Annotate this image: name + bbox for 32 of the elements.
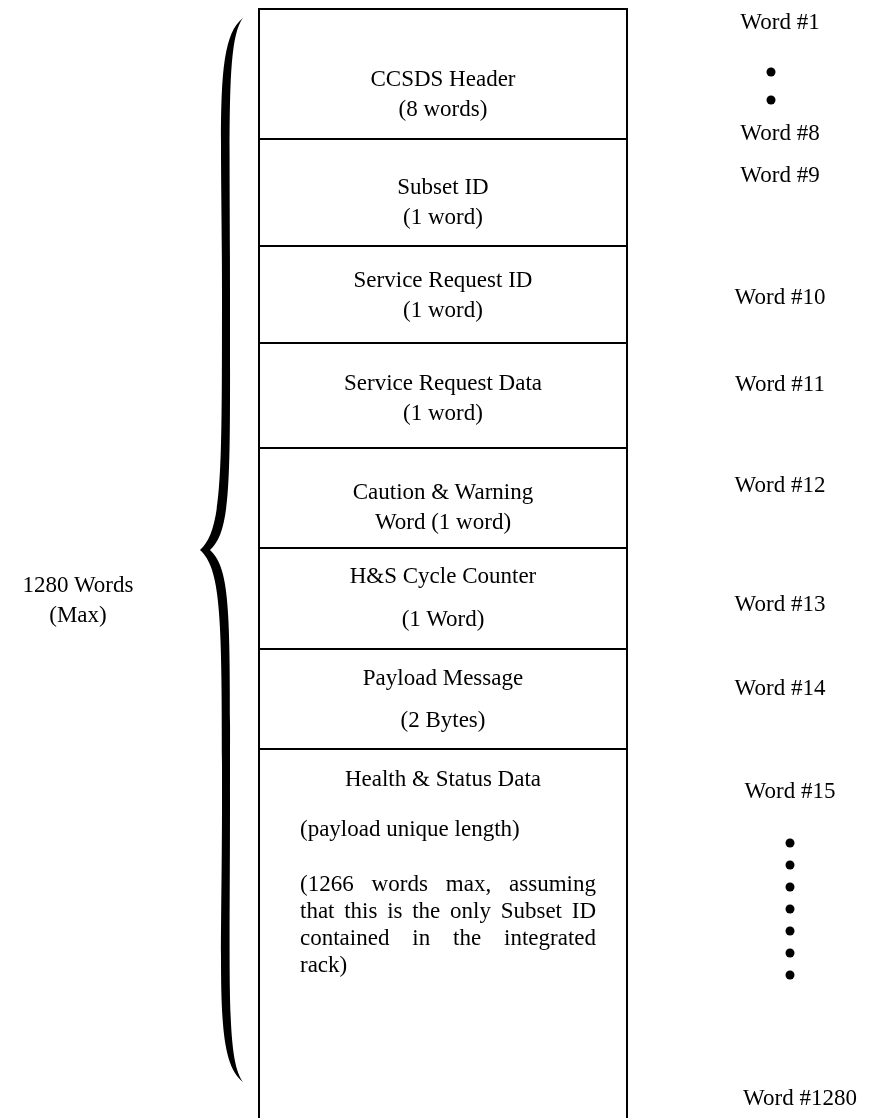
field-note: (1266 words max, assuming that this is the only Subset ID contained in the integrated rack) <box>300 870 596 978</box>
packet-field-box <box>258 648 628 750</box>
word-number: Word #15 <box>744 777 836 805</box>
field-name: H&S Cycle Counter <box>348 562 538 590</box>
packet-field-box <box>258 245 628 344</box>
curly-brace <box>200 18 243 1082</box>
word-number: Word #1 <box>740 8 820 36</box>
word-number: Word #12 <box>734 471 826 499</box>
packet-field-box <box>258 8 628 140</box>
packet-field-box <box>258 342 628 449</box>
word-number: Word #13 <box>734 590 826 618</box>
packet-field-box <box>258 138 628 247</box>
word-number: Word #1280 <box>743 1084 857 1112</box>
total-size-label: 1280 Words (Max) <box>21 571 135 629</box>
field-name: Service Request Data (1 word) <box>343 369 543 427</box>
field-name: Service Request ID (1 word) <box>352 266 534 324</box>
word-number: Word #10 <box>734 283 826 311</box>
field-name: Caution & Warning Word (1 word) <box>351 478 535 536</box>
field-size: (2 Bytes) <box>399 706 487 734</box>
word-number: Word #9 <box>740 161 820 189</box>
field-name: Health & Status Data <box>343 765 543 793</box>
packet-field-box <box>258 447 628 549</box>
field-name: Payload Message <box>361 664 525 692</box>
field-size: (payload unique length) <box>300 815 521 843</box>
packet-field-box <box>258 748 628 1118</box>
word-number: Word #8 <box>740 119 820 147</box>
word-number: Word #11 <box>735 370 825 398</box>
word-number: Word #14 <box>734 674 826 702</box>
field-name: CCSDS Header (8 words) <box>369 65 517 123</box>
packet-field-box <box>258 547 628 650</box>
field-size: (1 Word) <box>400 605 486 633</box>
field-name: Subset ID (1 word) <box>396 173 490 231</box>
